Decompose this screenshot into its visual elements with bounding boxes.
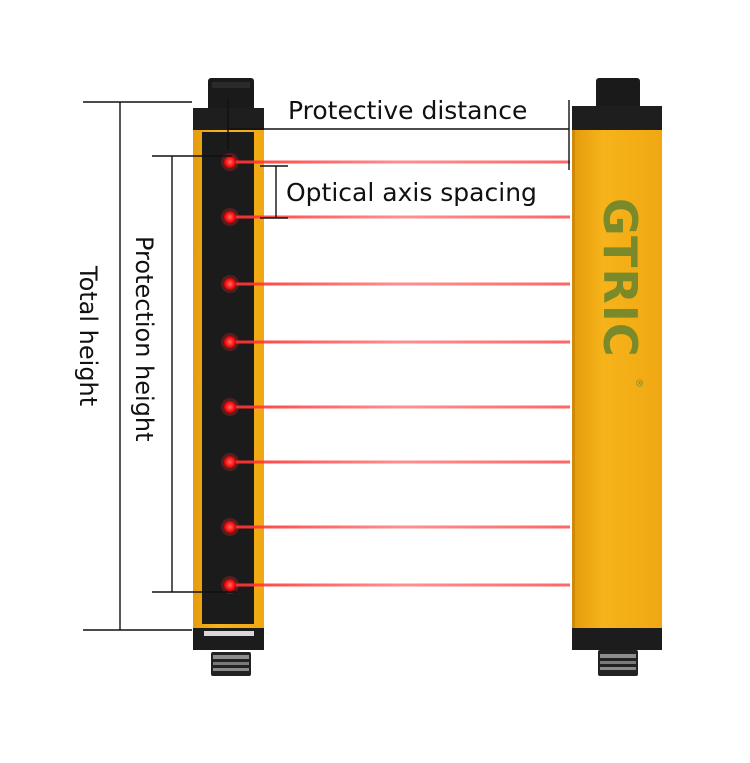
protection-height-label: Protection height bbox=[130, 236, 158, 442]
infrared-beam bbox=[234, 340, 570, 344]
receiver-housing bbox=[572, 130, 662, 630]
emitter-dot bbox=[224, 456, 236, 468]
infrared-beam bbox=[234, 160, 570, 164]
receiver-bottom-cap bbox=[572, 628, 662, 650]
registered-mark: ® bbox=[633, 378, 644, 388]
protective-distance-label: Protective distance bbox=[288, 96, 527, 125]
infrared-beam bbox=[234, 405, 570, 409]
receiver-bar: GTRIC ® bbox=[572, 78, 662, 676]
receiver-top-connector bbox=[596, 78, 640, 110]
infrared-beam bbox=[234, 215, 570, 219]
infrared-beam bbox=[234, 583, 570, 587]
emitter-dot bbox=[224, 336, 236, 348]
receiver-top-cap bbox=[572, 106, 662, 132]
emitter-dot bbox=[224, 521, 236, 533]
total-height-label: Total height bbox=[74, 265, 102, 406]
infrared-beams bbox=[221, 153, 570, 594]
emitter-dot bbox=[224, 278, 236, 290]
emitter-dot bbox=[224, 211, 236, 223]
emitter-dot bbox=[224, 156, 236, 168]
emitter-dot bbox=[224, 579, 236, 591]
optical-axis-spacing-label: Optical axis spacing bbox=[286, 178, 537, 207]
brand-logo: GTRIC bbox=[593, 198, 647, 358]
emitter-dot bbox=[224, 401, 236, 413]
infrared-beam bbox=[234, 460, 570, 464]
infrared-beam bbox=[234, 525, 570, 529]
infrared-beam bbox=[234, 282, 570, 286]
emitter-lens-window bbox=[202, 132, 254, 624]
dimension-lines bbox=[83, 100, 570, 631]
